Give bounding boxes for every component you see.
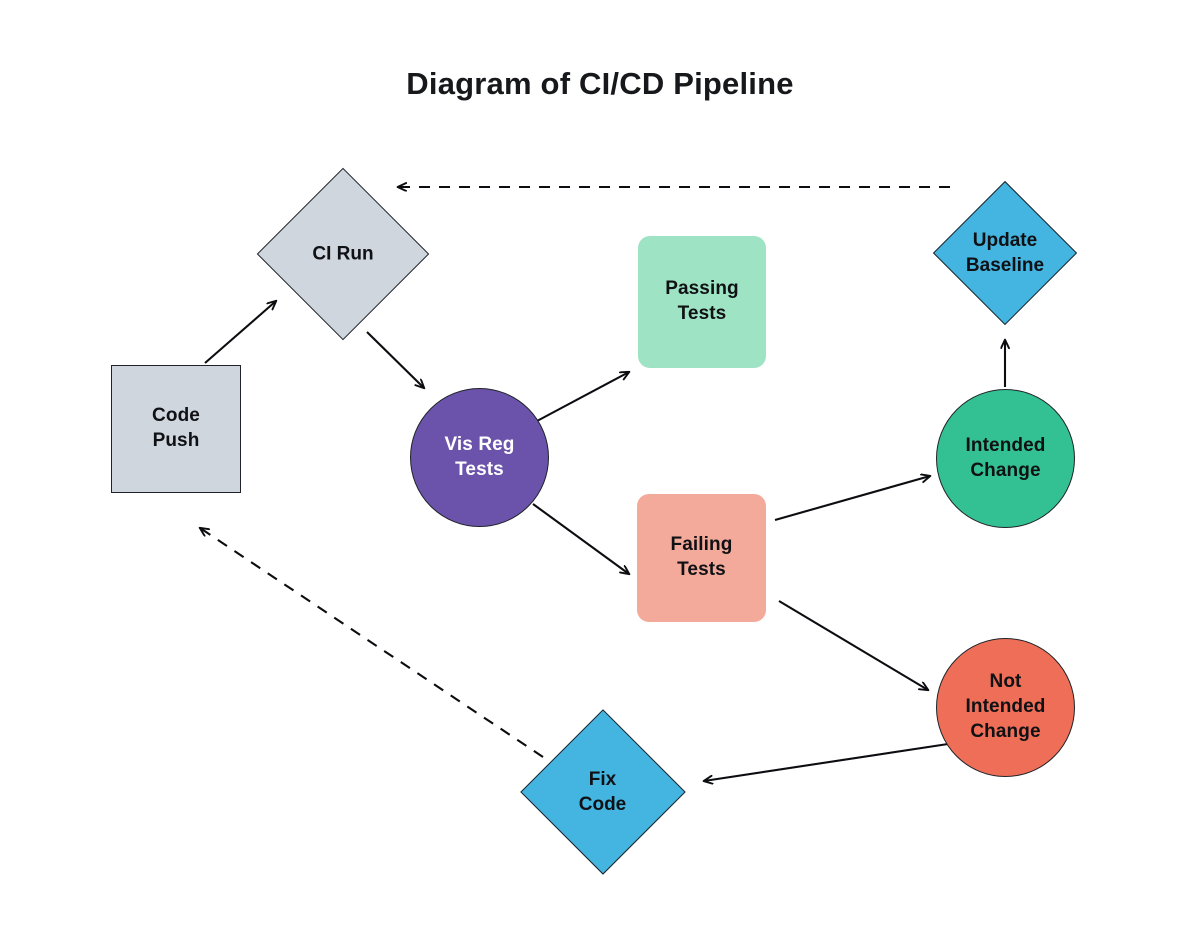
node-code-push[interactable]: Code Push (111, 365, 241, 493)
node-label: Passing Tests (665, 278, 739, 324)
node-not-intended-change[interactable]: Not Intended Change (936, 638, 1075, 777)
edge-vis-reg-tests-to-failing-tests (532, 503, 629, 574)
node-update-baseline[interactable]: Update Baseline (932, 170, 1078, 336)
node-passing-tests[interactable]: Passing Tests (638, 236, 766, 368)
edge-failing-tests-to-not-intended-change (778, 600, 928, 690)
node-label: CI Run (312, 243, 374, 265)
node-label: Not Intended Change (965, 671, 1046, 742)
edge-vis-reg-tests-to-passing-tests (536, 372, 629, 422)
edge-not-intended-change-to-fix-code (704, 742, 949, 781)
edge-fix-code-to-code-push (200, 528, 544, 758)
node-label: Code Push (152, 405, 200, 451)
node-failing-tests[interactable]: Failing Tests (637, 494, 766, 622)
edge-failing-tests-to-intended-change (774, 476, 930, 522)
node-vis-reg-tests[interactable]: Vis Reg Tests (410, 388, 549, 527)
node-label: Fix Code (578, 768, 627, 815)
node-ci-run[interactable]: CI Run (256, 167, 430, 341)
node-label: Failing Tests (670, 534, 733, 580)
page-title: Diagram of CI/CD Pipeline (406, 66, 794, 101)
node-intended-change[interactable]: Intended Change (936, 389, 1075, 528)
node-label: Update Baseline (965, 229, 1045, 276)
node-label: Vis Reg Tests (444, 433, 515, 480)
node-label: Intended Change (965, 434, 1046, 481)
edge-ci-run-to-vis-reg-tests (366, 331, 424, 388)
node-fix-code[interactable]: Fix Code (519, 708, 686, 876)
